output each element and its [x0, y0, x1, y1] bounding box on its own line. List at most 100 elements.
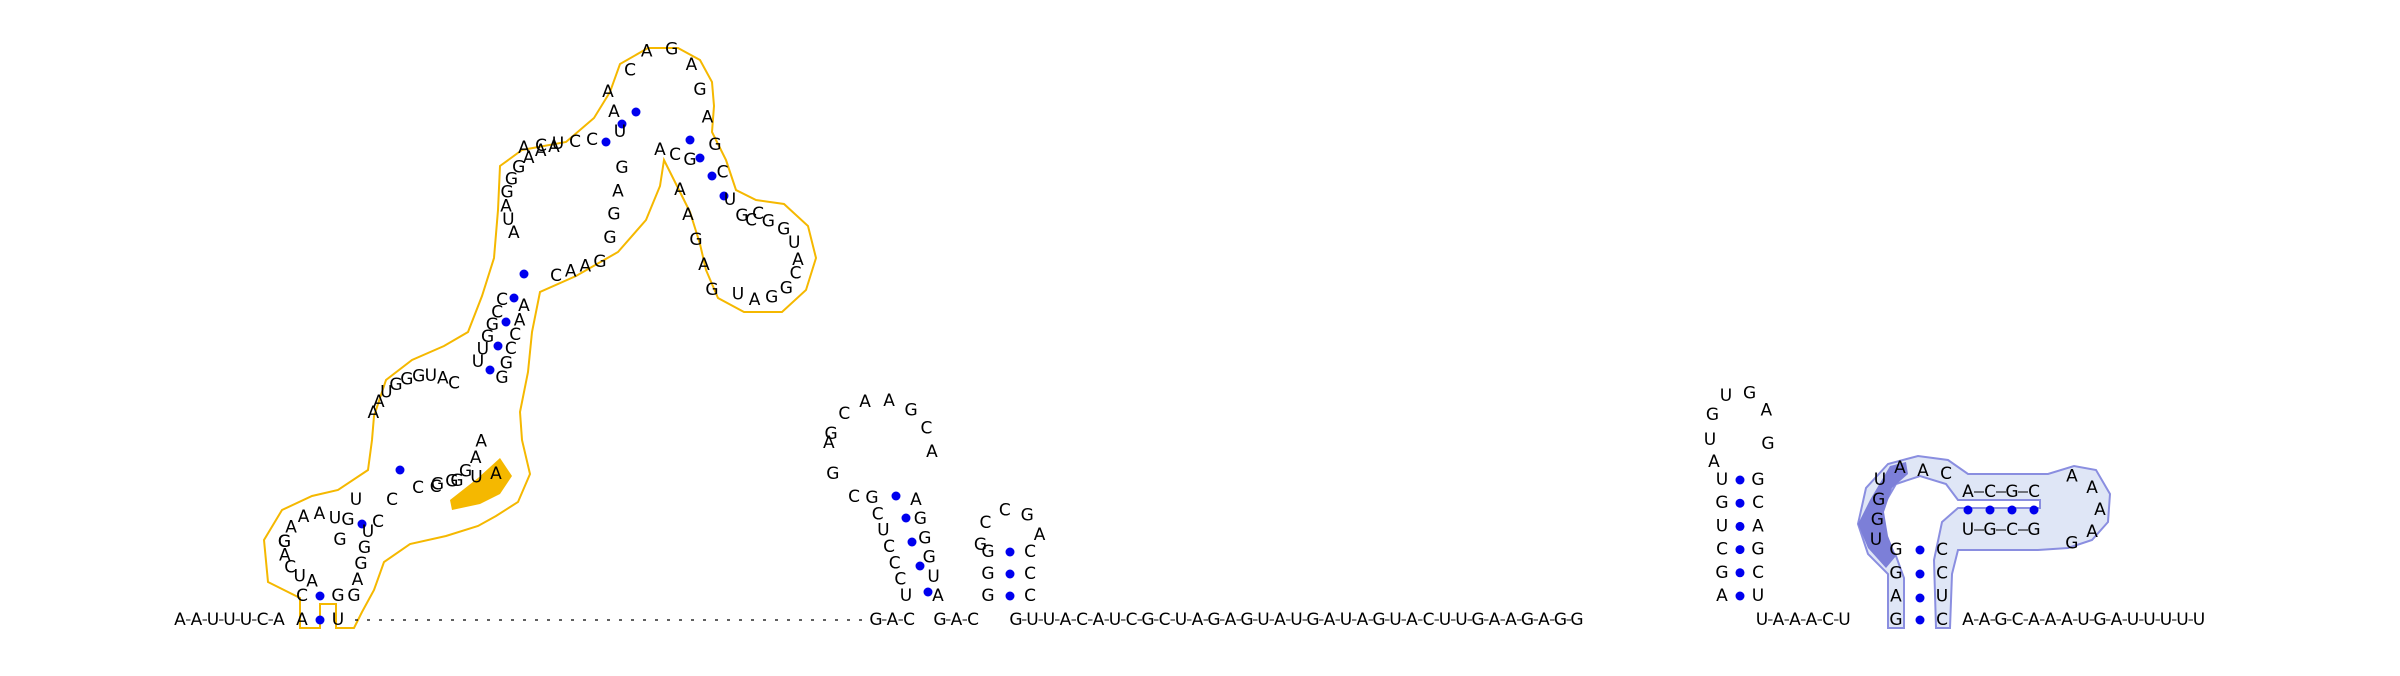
base-pair-dot [1735, 498, 1745, 508]
dom1-top: C [717, 163, 729, 183]
dom1-loop: A [500, 197, 512, 217]
linker-mid: A [1489, 610, 1501, 630]
linker-mid: C [1423, 610, 1435, 630]
dom1-strand: G [705, 280, 718, 300]
hairpin2-stem: A [910, 490, 922, 510]
dom1-loop: A [475, 432, 487, 452]
dom1-loop: G [400, 369, 413, 389]
base-pair-dot [2029, 505, 2039, 515]
linker-mid: G [1570, 610, 1583, 630]
linker-mid: G [1471, 610, 1484, 630]
hairpin3-stem: G [981, 586, 994, 606]
linker-mid: C [1159, 610, 1171, 630]
nucleotide: U [332, 610, 344, 630]
base-pair-dot [1915, 545, 1925, 555]
dom1-strand: C [550, 266, 562, 286]
dom2-loop: G [2065, 533, 2078, 553]
dom1-loop: C [535, 136, 547, 156]
baseline-3prime: U [2127, 610, 2139, 630]
dom1-loop: U [380, 382, 392, 402]
dom1-strand: G [450, 471, 463, 491]
dom1-loop: A [508, 223, 520, 243]
dom1-stem: G [341, 510, 354, 530]
dom1-loop: G [501, 183, 514, 203]
dom1-loop: U [502, 210, 514, 230]
dom1-stem: C [496, 290, 508, 310]
dom1-loop: A [470, 448, 482, 468]
dom1-loop: A [279, 545, 291, 565]
hairpin2-loop: A [859, 392, 871, 412]
base-pair-dot [315, 615, 325, 625]
base-pair-dot [1915, 593, 1925, 603]
dom1-loop: G [765, 288, 778, 308]
dom2-loop: C [1940, 464, 1952, 484]
base-pair-dot [695, 153, 705, 163]
hairpin4-stem: A [1752, 516, 1764, 536]
base-pair-dot [1985, 505, 1995, 515]
hairpin2-loop: A [823, 433, 835, 453]
linker-short: A [1789, 610, 1801, 630]
linker-short: U [1756, 610, 1768, 630]
base-pair-dot [1735, 568, 1745, 578]
dom1-stem: G [358, 538, 371, 558]
dom2-stem: G [1889, 563, 1902, 583]
baseline-5prime: A [273, 610, 285, 630]
linker-mid: A [1093, 610, 1105, 630]
dom1-loop: C [790, 264, 802, 284]
hairpin4-stem: C [1752, 563, 1764, 583]
dom1-stem: G [500, 354, 513, 374]
dom1-strand: G [689, 230, 702, 250]
baseline-3prime: G [2093, 610, 2106, 630]
hairpin3-stem: G [981, 564, 994, 584]
baseline-3prime: A [2061, 610, 2073, 630]
hairpin4-loop: G [1761, 434, 1774, 454]
hairpin4-stem: G [1751, 470, 1764, 490]
base-pair-dot [357, 519, 367, 529]
hairpin2-loop: A [883, 391, 895, 411]
dom1-strand: G [431, 475, 444, 495]
base-pair-dot [1735, 591, 1745, 601]
dom1-strand: C [412, 478, 424, 498]
hairpin4-loop: A [1708, 452, 1720, 472]
hairpin4-loop: U [1704, 430, 1716, 450]
hairpin2-loop: A [926, 442, 938, 462]
dom1-strand: A [682, 205, 694, 225]
hairpin2-loop: G [826, 464, 839, 484]
dom1-stem: U [362, 522, 374, 542]
base-pair-dot [601, 137, 611, 147]
linker-short: A [1806, 610, 1818, 630]
base-pair-dot [707, 171, 717, 181]
dom1-top: G [693, 80, 706, 100]
hairpin4-loop: U [1720, 386, 1732, 406]
linker-mid: U [1026, 610, 1038, 630]
linker-mid: G [1240, 610, 1253, 630]
dom1-loop: A [306, 571, 318, 591]
hairpin4-stem: A [1716, 586, 1728, 606]
dom1-loop: A [518, 138, 530, 158]
base-pair-dot [519, 269, 529, 279]
linker-mid: U [1389, 610, 1401, 630]
dom1-loop: C [430, 477, 442, 497]
baseline-3prime: A [2045, 610, 2057, 630]
dom2-top: C [1984, 482, 1996, 502]
hairpin4-stem: U [1752, 586, 1764, 606]
linker-mid: A [1406, 610, 1418, 630]
dom2-bottom: G [1983, 520, 1996, 540]
linker-mid: A [1060, 610, 1072, 630]
linker-mid: G [1372, 610, 1385, 630]
dom1-stem: G [603, 228, 616, 248]
base-pair-dot [1915, 569, 1925, 579]
dom1-loop: A [535, 141, 547, 161]
linker-mid: U [1340, 610, 1352, 630]
hairpin4-stem: C [1752, 493, 1764, 513]
dom1-stem: G [481, 327, 494, 347]
dom2-loop: G [1872, 490, 1885, 510]
linker-mid: A [1538, 610, 1550, 630]
hairpin2-stem: A [932, 586, 944, 606]
dom1-stem: U [477, 340, 489, 360]
linker-mid: C [1076, 610, 1088, 630]
dom1-stem: G [615, 158, 628, 178]
dom1-loop: A [298, 507, 310, 527]
hairpin2-stem: C [894, 570, 906, 590]
